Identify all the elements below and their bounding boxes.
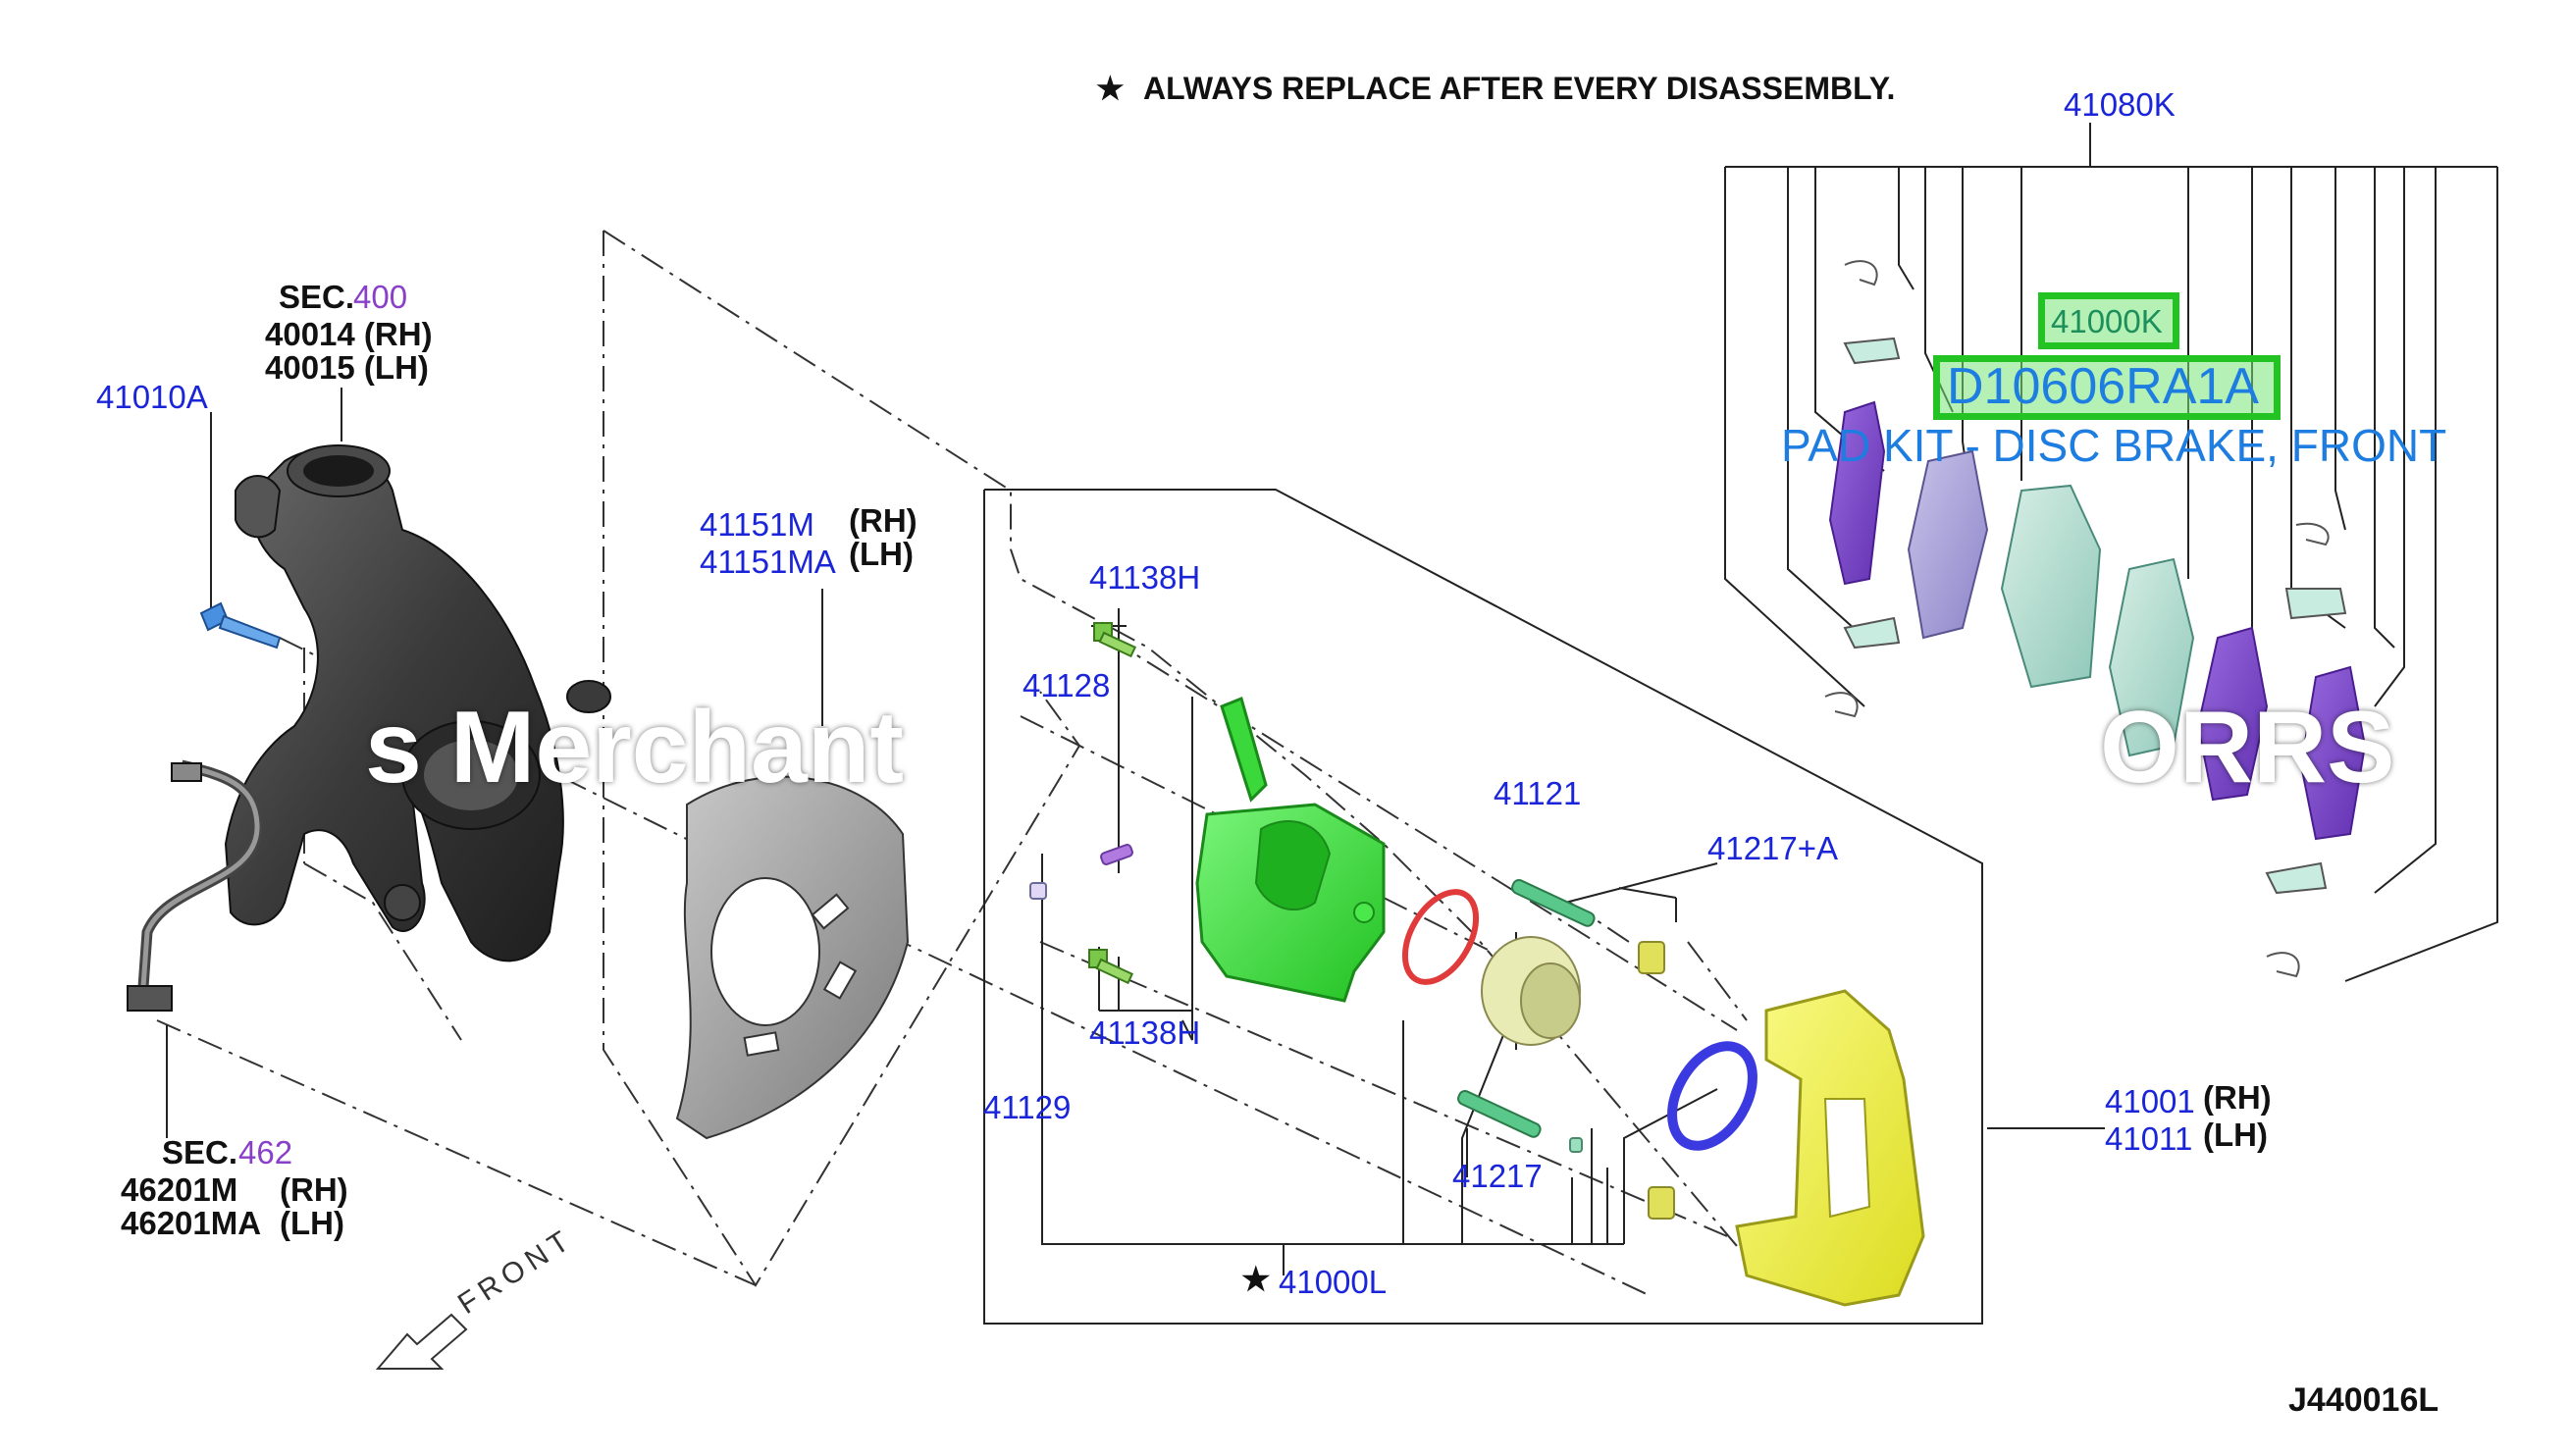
caliper-seals	[1401, 878, 1757, 1220]
caliper-cap[interactable]: 41129	[983, 1089, 1072, 1125]
splash-guard	[675, 775, 910, 1140]
caliper-pin[interactable]: 41217	[1452, 1158, 1543, 1194]
caliper-bolt-lower[interactable]: 41138H	[1089, 1014, 1201, 1051]
pad-hardware-kit[interactable]: 41080K	[2064, 86, 2176, 123]
splash-guard-part-rh[interactable]: 41151M	[700, 506, 814, 543]
knuckle-section-prefix: SEC.	[279, 279, 355, 315]
figure-id: J440016L	[2288, 1381, 2439, 1419]
bracket-part-rh[interactable]: 41001	[2105, 1083, 2195, 1119]
hose-lh-suffix: (LH)	[280, 1205, 344, 1241]
pad-kit-highlight	[2038, 292, 2179, 349]
note-star-icon: ★	[1096, 71, 1125, 106]
hose-part-lh: 46201MA	[121, 1205, 262, 1241]
caliper-bolt-upper[interactable]: 41138H	[1089, 559, 1201, 596]
bracket-rh-suffix: (RH)	[2203, 1079, 2272, 1116]
splash-guard-lh-suffix: (LH)	[849, 536, 914, 572]
front-arrow-icon	[375, 1313, 468, 1370]
steering-knuckle	[224, 444, 611, 962]
watermark-left: s Merchant	[365, 691, 905, 805]
bracket-lh-suffix: (LH)	[2203, 1117, 2268, 1153]
pad-clips	[1824, 260, 2347, 978]
oem-part-number[interactable]: D10606RA1A	[1947, 358, 2259, 415]
disassembly-note: ALWAYS REPLACE AFTER EVERY DISASSEMBLY.	[1143, 71, 1896, 106]
brake-hose	[127, 759, 263, 1012]
caliper-bracket	[1735, 989, 1925, 1307]
hose-rh-suffix: (RH)	[280, 1171, 348, 1208]
bracket-part-lh[interactable]: 41011	[2105, 1120, 2193, 1157]
knuckle-part-lh: 40015 (LH)	[265, 349, 429, 386]
pad-kit-part-number[interactable]: 41000K	[2051, 303, 2163, 339]
knuckle-part-rh: 40014 (RH)	[265, 316, 433, 352]
bolt-part-number[interactable]: 41010A	[96, 379, 208, 415]
watermark-right: ORRS	[2100, 691, 2395, 805]
hose-part-rh: 46201M	[121, 1171, 238, 1208]
splash-guard-part-lh[interactable]: 41151MA	[700, 544, 836, 580]
brake-pads	[1828, 400, 2367, 841]
caliper-kit-star-icon: ★	[1241, 1261, 1271, 1297]
caliper-bolts	[1029, 622, 1137, 985]
hose-section-prefix: SEC.	[162, 1134, 238, 1170]
caliper-seal[interactable]: 41121	[1494, 775, 1582, 811]
knuckle-bolt	[199, 601, 282, 650]
splash-guard-rh-suffix: (RH)	[849, 502, 918, 539]
caliper-boot-kit[interactable]: 41217+A	[1707, 830, 1839, 866]
oem-part-highlight	[1933, 355, 2281, 420]
caliper-housing	[1195, 696, 1386, 1003]
hose-section-number[interactable]: 462	[238, 1134, 293, 1170]
caliper-kit[interactable]: 41000L	[1279, 1264, 1388, 1300]
knuckle-section-number[interactable]: 400	[353, 279, 408, 315]
pad-kit-description: PAD KIT - DISC BRAKE, FRONT	[1781, 420, 2447, 471]
caliper-bleeder[interactable]: 41128	[1023, 667, 1111, 703]
